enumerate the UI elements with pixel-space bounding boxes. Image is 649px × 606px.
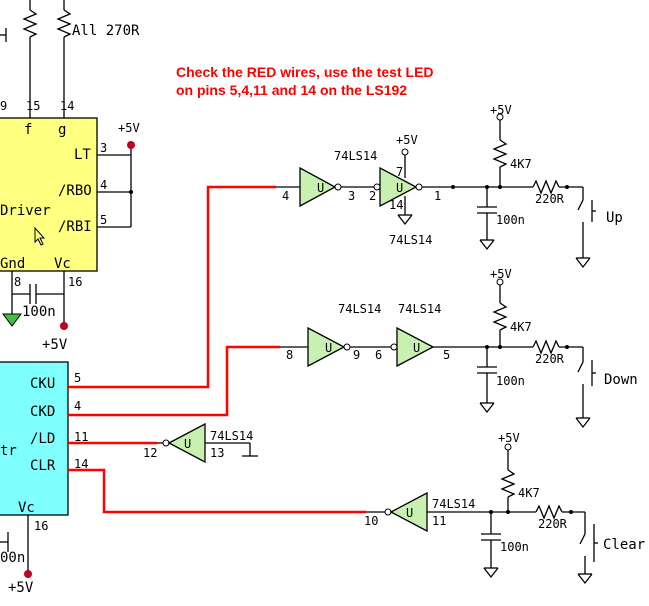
counter-cap: 00n <box>0 550 25 566</box>
down-pin-9: 9 <box>353 348 360 362</box>
up-wiring <box>276 113 596 268</box>
up-switch-label: Up <box>606 210 623 226</box>
load-gate-symbol: U <box>184 437 191 451</box>
up-gate-supply: +5V <box>396 133 418 147</box>
clear-supply: +5V <box>498 431 520 445</box>
down-supply: +5V <box>490 267 512 281</box>
up-pin-2: 2 <box>369 189 376 203</box>
driver-pin-rbi: 5 <box>100 213 107 227</box>
driver-vcc-pin: 16 <box>68 275 82 289</box>
down-gate-label-a: 74LS14 <box>338 302 381 316</box>
up-gate2-label: 74LS14 <box>389 233 432 247</box>
driver-rbo-label: /RBO <box>58 183 92 199</box>
load-wiring <box>157 422 258 464</box>
down-gate-label-b: 74LS14 <box>398 302 441 316</box>
up-gate-a-symbol: U <box>317 181 324 195</box>
down-gate-b-symbol: U <box>413 341 420 355</box>
driver-power <box>2 271 68 330</box>
load-pin-12: 12 <box>143 446 157 460</box>
up-pin-14: 14 <box>389 198 403 212</box>
load-pin-13: 13 <box>210 446 224 460</box>
driver-pin-rbo: 4 <box>100 178 107 192</box>
driver-gnd-label: Gnd <box>0 256 25 272</box>
up-supply: +5V <box>490 103 512 117</box>
segment-resistors <box>0 0 72 118</box>
up-pin-1: 1 <box>434 189 441 203</box>
driver-pin-f-label: f <box>24 122 32 138</box>
counter-pin-cku: 5 <box>74 371 81 385</box>
driver-lt-label: LT <box>74 147 91 163</box>
resistor-note: All 270R <box>72 23 140 39</box>
clear-r-pullup: 4K7 <box>518 486 540 500</box>
counter-vcc-pin: 16 <box>34 519 48 533</box>
up-r-pullup: 4K7 <box>510 157 532 171</box>
up-pin-4: 4 <box>282 189 289 203</box>
counter-cku-label: CKU <box>30 376 55 392</box>
down-r-pullup: 4K7 <box>510 320 532 334</box>
clear-gate-label: 74LS14 <box>432 497 475 511</box>
up-pin-3: 3 <box>348 189 355 203</box>
up-cap: 100n <box>496 213 525 227</box>
driver-supply: +5V <box>118 121 140 135</box>
counter-pin-ld: 11 <box>74 430 88 444</box>
down-cap: 100n <box>496 374 525 388</box>
driver-pin-9: 9 <box>0 99 7 113</box>
driver-right-pins <box>97 141 135 228</box>
counter-supply: +5V <box>8 580 34 596</box>
driver-pin-lt: 3 <box>100 141 107 155</box>
driver-gnd-pin: 8 <box>14 275 21 289</box>
down-switch-label: Down <box>604 372 638 388</box>
driver-pin-15: 15 <box>26 99 40 113</box>
counter-ld-label: /LD <box>30 431 55 447</box>
clear-pin-11: 11 <box>432 514 446 528</box>
note-line-2: on pins 5,4,11 and 14 on the LS192 <box>176 82 407 98</box>
driver-rbi-label: /RBI <box>58 219 92 235</box>
up-r-series: 220R <box>535 192 565 206</box>
down-wiring <box>280 278 596 428</box>
mouse-cursor-icon <box>34 226 46 246</box>
counter-label: tr <box>0 443 17 459</box>
down-gate-a-symbol: U <box>325 341 332 355</box>
driver-cap-supply: +5V <box>42 337 68 353</box>
counter-clr-label: CLR <box>30 458 56 474</box>
counter-pin-ckd: 4 <box>74 399 81 413</box>
down-pin-5: 5 <box>443 348 450 362</box>
up-gate-label: 74LS14 <box>334 149 377 163</box>
driver-label: Driver <box>0 203 51 219</box>
counter-chip <box>0 361 69 516</box>
up-gate-b-symbol: U <box>396 181 403 195</box>
down-r-series: 220R <box>535 352 565 366</box>
clear-cap: 100n <box>500 540 529 554</box>
clear-wiring <box>366 443 598 584</box>
driver-pin-g-label: g <box>58 122 66 138</box>
counter-vcc-label: Vc <box>18 500 35 516</box>
driver-cap: 100n <box>22 304 56 320</box>
note-line-1: Check the RED wires, use the test LED <box>176 64 434 80</box>
clear-pin-10: 10 <box>364 514 378 528</box>
check-wires <box>68 185 366 514</box>
clear-r-series: 220R <box>538 517 568 531</box>
counter-power <box>0 515 32 578</box>
clear-switch-label: Clear <box>603 537 645 553</box>
clear-gate-symbol: U <box>406 506 413 520</box>
down-pin-6: 6 <box>375 348 382 362</box>
driver-chip <box>0 117 98 272</box>
up-pin-7: 7 <box>396 165 403 179</box>
counter-ckd-label: CKD <box>30 404 55 420</box>
down-pin-8: 8 <box>286 348 293 362</box>
load-gate-label: 74LS14 <box>210 429 253 443</box>
counter-pin-clr: 14 <box>74 457 88 471</box>
driver-pin-14: 14 <box>60 99 74 113</box>
driver-vcc-label: Vc <box>54 256 71 272</box>
